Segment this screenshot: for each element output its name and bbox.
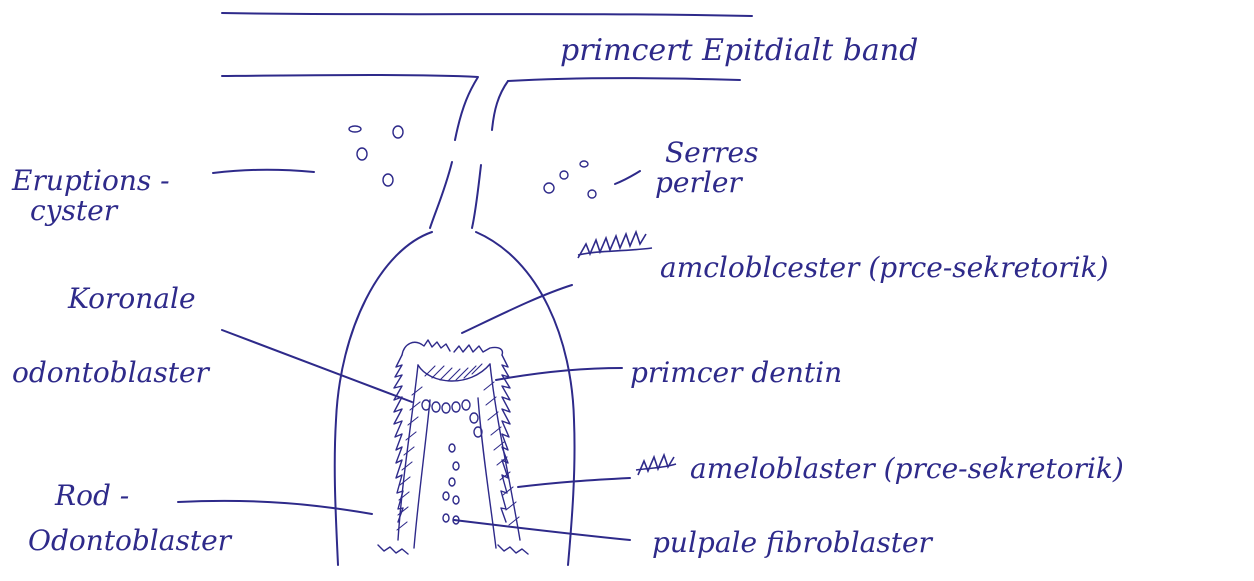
label-eruption-cysts-line1: Eruptions - [11,164,170,197]
eruption-cyst-cells [349,126,403,186]
label-root-line1: Rod - [54,479,129,512]
label-ameloblasts-lower: ameloblaster (prce-sekretorik) [690,452,1124,485]
label-eruption-cysts-line2: cyster [30,194,119,227]
label-root-line2: Odontoblaster [28,524,233,557]
label-ameloblasts-top: amcloblcester (prce-sekretorik) [660,251,1109,284]
label-primary-dentin: primcer dentin [630,356,842,389]
labels: primcert Epitdialt band Eruptions - cyst… [11,33,1124,559]
leader-lines [178,170,640,540]
label-coronal-line2: odontoblaster [12,356,211,389]
enamel-organ-outline [335,232,575,565]
label-epithelial-band: primcert Epitdialt band [560,33,918,68]
label-coronal-line1: Koronale [67,282,196,315]
label-serres-line2: perler [655,166,743,199]
odontoblast-cells [422,400,482,437]
pulp-fibroblast-cells [443,444,459,524]
serres-pearl-cells [544,161,596,198]
label-pulp-fibroblasts: pulpale fibroblaster [652,526,934,559]
label-serres-line1: Serres [665,136,758,169]
dental-lamina-stalk [430,162,481,228]
